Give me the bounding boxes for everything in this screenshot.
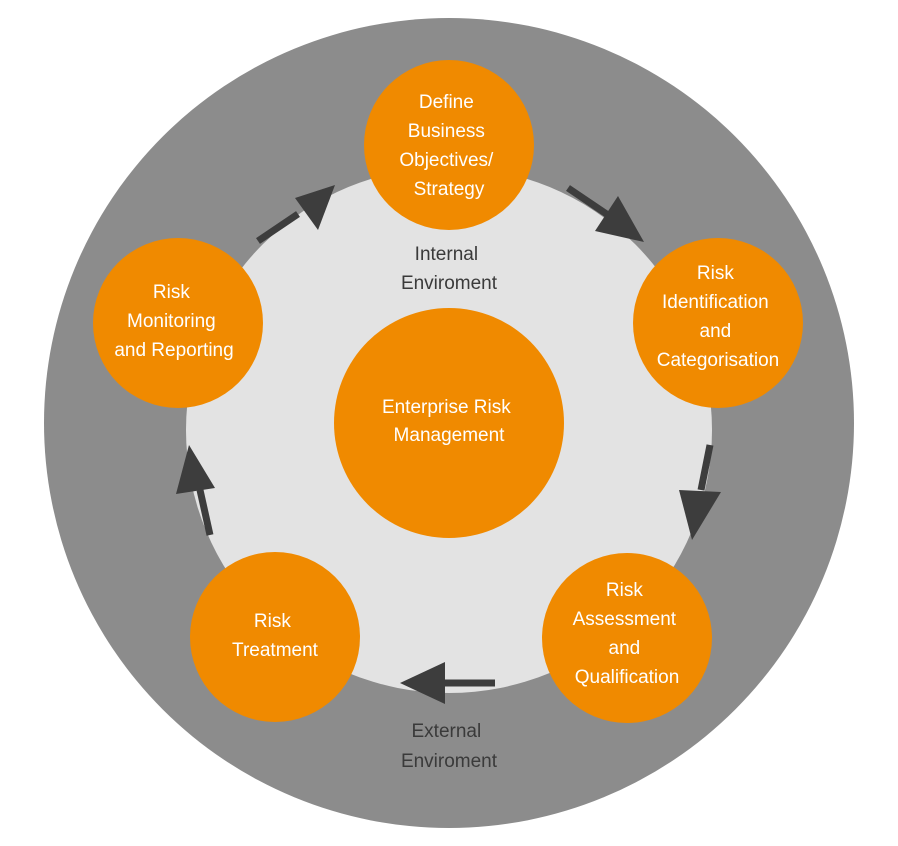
node-risk-monitoring: Risk Monitoring and Reporting [93, 238, 263, 408]
node-label: Risk Monitoring and Reporting [114, 282, 233, 361]
node-label-line: and Reporting [114, 340, 233, 361]
node-label-line: Identification [662, 292, 769, 313]
internal-label-line: Internal [415, 244, 478, 265]
center-label: Enterprise Risk Management [382, 397, 516, 446]
arrow-treatment-to-monitoring [176, 445, 215, 536]
node-define-objectives: Define Business Objectives/ Strategy [364, 60, 534, 230]
node-label-line: Qualification [575, 667, 680, 688]
node-label-line: Objectives/ [399, 150, 494, 171]
center-label-line: Enterprise Risk [382, 397, 511, 418]
internal-environment-label: Internal Enviroment [401, 244, 498, 294]
node-label-line: Risk [606, 580, 643, 601]
node-circle [542, 553, 712, 723]
node-label-line: and [609, 638, 641, 659]
node-circle [190, 552, 360, 722]
node-label: Define Business Objectives/ Strategy [399, 92, 498, 200]
arrow-define-to-identification [566, 185, 644, 242]
node-label-line: Strategy [414, 179, 485, 200]
internal-label-line: Enviroment [401, 273, 498, 294]
node-label-line: Risk [254, 611, 291, 632]
node-label-line: Categorisation [657, 350, 780, 371]
node-circle [364, 60, 534, 230]
arrow-assessment-to-treatment [400, 662, 495, 704]
node-label-line: Define [419, 92, 474, 113]
node-label-line: Monitoring [127, 311, 216, 332]
node-risk-identification: Risk Identification and Categorisation [633, 238, 803, 408]
node-label-line: Treatment [232, 640, 319, 661]
external-label-line: Enviroment [401, 751, 498, 772]
node-label-line: and [700, 321, 732, 342]
node-label-line: Risk [697, 263, 734, 284]
node-label-line: Risk [153, 282, 190, 303]
node-label-line: Assessment [573, 609, 677, 630]
center-circle [334, 308, 564, 538]
node-label: Risk Assessment and Qualification [573, 580, 682, 688]
external-label-line: External [412, 721, 482, 742]
external-environment-label: External Enviroment [401, 721, 498, 772]
node-risk-assessment: Risk Assessment and Qualification [542, 553, 712, 723]
node-label-line: Business [408, 121, 485, 142]
node-label: Risk Identification and Categorisation [657, 263, 780, 371]
node-circle [93, 238, 263, 408]
arrow-monitoring-to-define [256, 185, 335, 244]
node-label: Risk Treatment [232, 611, 319, 661]
cycle-arrows [176, 185, 721, 704]
node-circle [633, 238, 803, 408]
arrow-identification-to-assessment [679, 444, 721, 540]
node-risk-treatment: Risk Treatment [190, 552, 360, 722]
center-label-line: Management [394, 425, 506, 446]
